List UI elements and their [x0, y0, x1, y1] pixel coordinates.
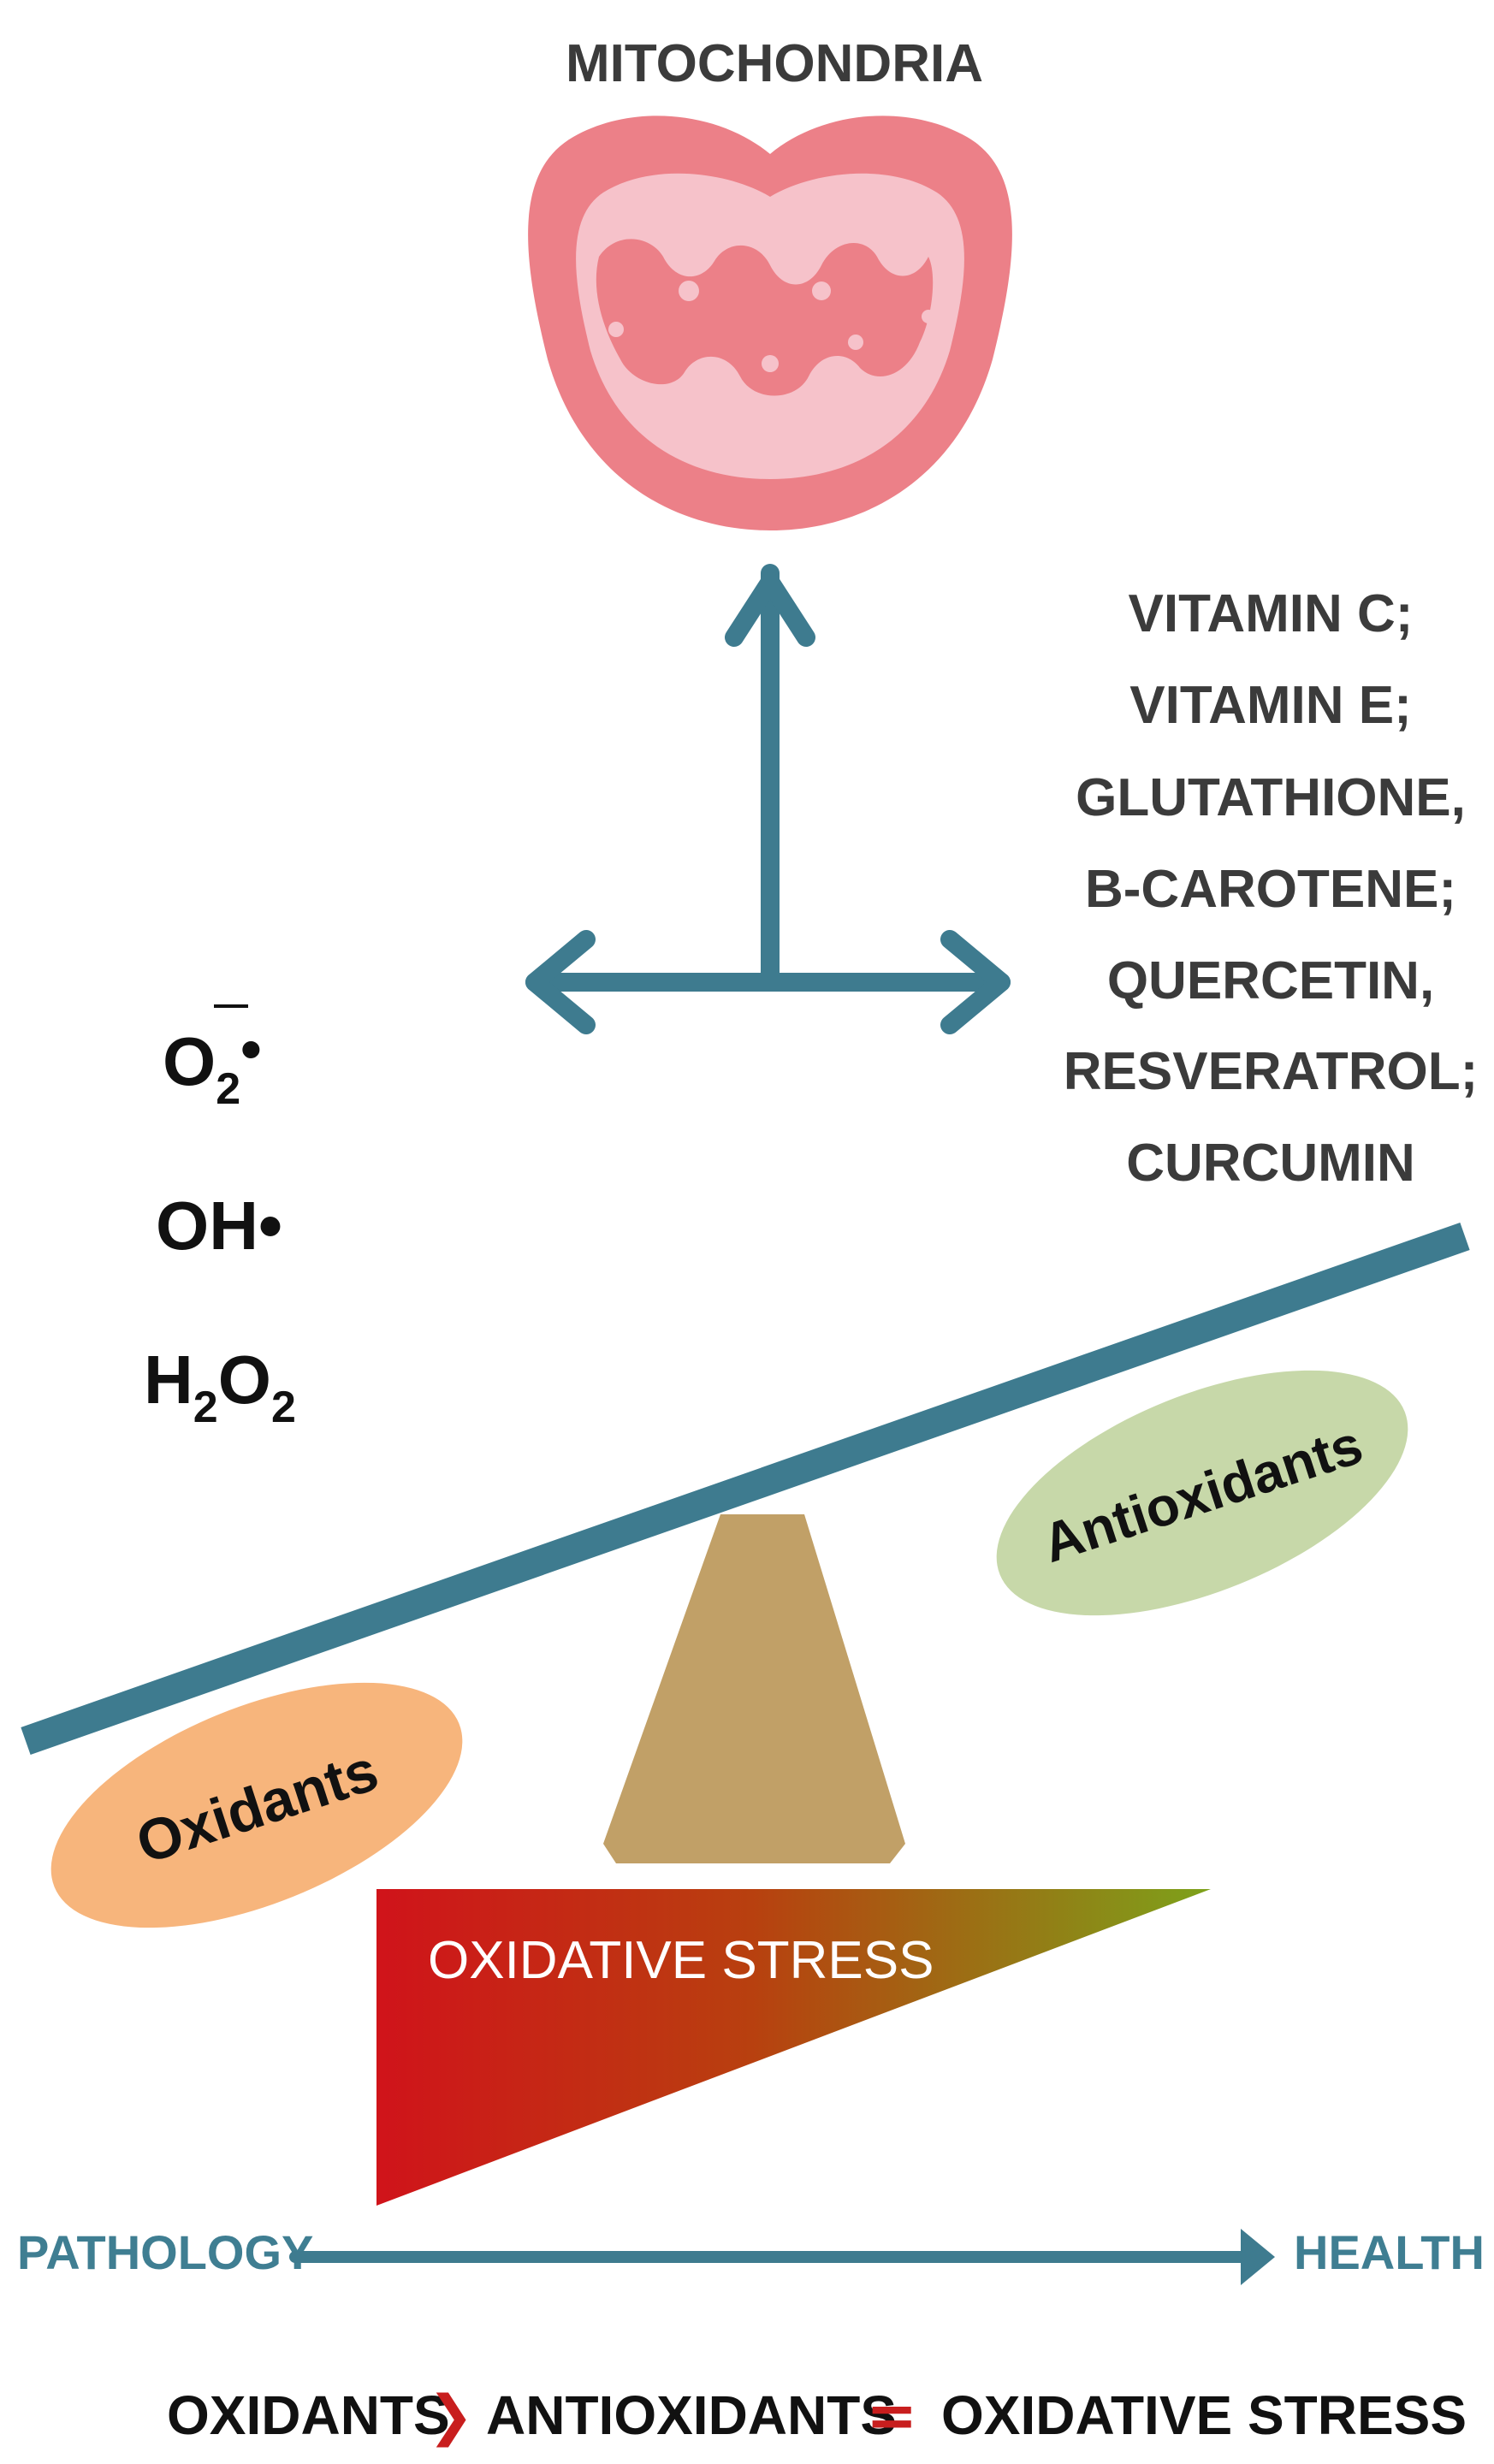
axis-right-label: HEALTH	[1294, 2225, 1485, 2279]
free-radicals: O2• OH• H2O2	[144, 1004, 296, 1432]
oxidative-stress-wedge: OXIDATIVE STRESS	[376, 1889, 1211, 2206]
superoxide-formula: O2•	[163, 1004, 262, 1114]
antioxidant-item: CURCUMIN	[1126, 1134, 1415, 1193]
equation-term-antioxidants: ANTIOXIDANTS	[486, 2384, 897, 2446]
equation-term-oxidants: OXIDANTS	[167, 2384, 450, 2446]
hydroxyl-radical: OH•	[156, 1188, 282, 1264]
antioxidant-item: VITAMIN E;	[1129, 676, 1412, 735]
balance-scale: Oxidants Antioxidants	[21, 1222, 1470, 1928]
mitochondria-icon	[528, 116, 1012, 530]
equation-result: OXIDATIVE STRESS	[941, 2384, 1467, 2446]
antioxidant-item: QUERCETIN,	[1107, 951, 1434, 1010]
oxidative-stress-label: OXIDATIVE STRESS	[428, 1931, 934, 1990]
diagram-title: MITOCHONDRIA	[566, 34, 983, 93]
axis-left-label: PATHOLOGY	[17, 2225, 313, 2279]
equation: OXIDANTS ❯ ANTIOXIDANTS = OXIDATIVE STRE…	[167, 2379, 1467, 2451]
equals-icon: =	[866, 2379, 917, 2451]
antioxidant-item: RESVERATROL;	[1064, 1042, 1479, 1101]
balance-beam	[21, 1222, 1470, 1756]
pathology-health-axis: PATHOLOGY HEALTH	[17, 2225, 1485, 2285]
antioxidant-list: VITAMIN C; VITAMIN E; GLUTATHIONE, B-CAR…	[1064, 584, 1479, 1193]
oxidants-weight: Oxidants	[50, 1682, 463, 1928]
antioxidant-item: VITAMIN C;	[1129, 584, 1414, 643]
fulcrum	[603, 1514, 905, 1863]
svg-text:O2•: O2•	[163, 1016, 262, 1114]
peroxide-formula: H2O2	[144, 1342, 296, 1432]
antioxidant-item: B-CAROTENE;	[1085, 860, 1456, 919]
antioxidant-item: GLUTATHIONE,	[1076, 768, 1466, 827]
greater-than-icon: ❯	[428, 2384, 474, 2448]
direction-arrows	[525, 564, 1011, 1034]
